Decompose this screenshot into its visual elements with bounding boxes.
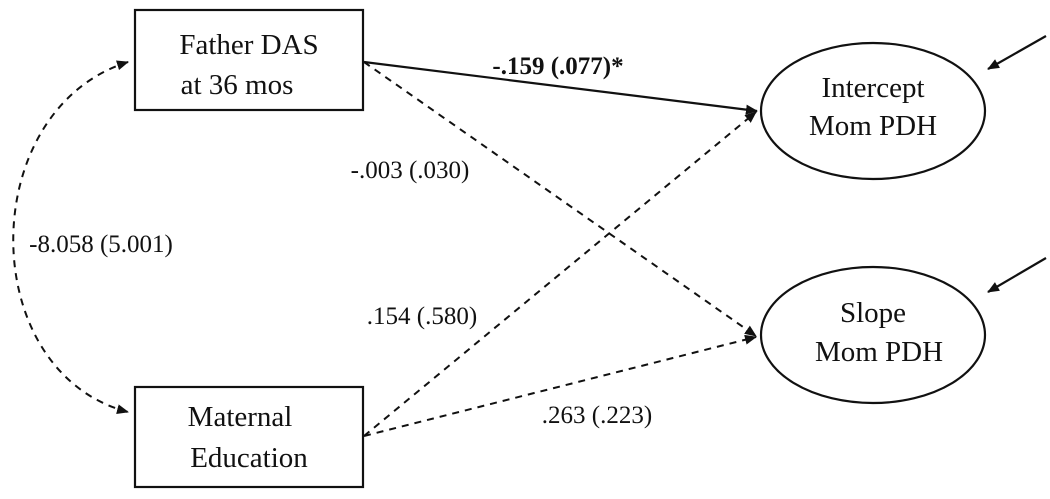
maternal-education-line2: Education (190, 442, 308, 474)
edu-to-slope-label: .263 (.223) (542, 402, 652, 429)
covariance-label: -8.058 (5.001) (29, 231, 173, 258)
das-to-slope-label: -.003 (.030) (351, 157, 470, 184)
edu-to-intercept-label: .154 (.580) (367, 303, 477, 330)
covariance-arrow (12, 60, 129, 415)
das-to-slope-arrow (363, 61, 757, 337)
father-das-line1: Father DAS (179, 29, 318, 61)
father-das-box (133, 8, 365, 112)
intercept-oval (759, 41, 987, 181)
slope-line2: Mom PDH (815, 336, 943, 368)
slope-residual-arrow (987, 257, 1047, 293)
das-to-intercept-label: -.159 (.077)* (492, 53, 623, 80)
das-to-intercept-arrow (363, 60, 758, 115)
maternal-education-line1: Maternal (188, 401, 293, 433)
maternal-education-box (133, 385, 365, 489)
slope-oval (759, 265, 987, 405)
edu-to-intercept-arrow (363, 111, 757, 437)
intercept-line1: Intercept (821, 72, 924, 104)
intercept-residual-arrow (987, 35, 1047, 70)
edu-to-slope-arrow (363, 334, 757, 437)
slope-line1: Slope (840, 297, 906, 329)
father-das-line2: at 36 mos (181, 69, 294, 101)
intercept-line2: Mom PDH (809, 110, 937, 142)
